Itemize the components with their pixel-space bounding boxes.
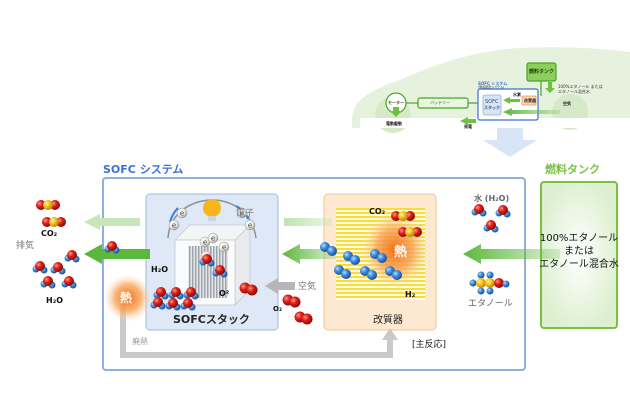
ethanol-molecule xyxy=(469,271,510,295)
h2o-molecule xyxy=(40,276,56,289)
h2o-molecule xyxy=(168,287,184,300)
svg-text:e: e xyxy=(211,235,215,243)
overview-fuel-note-1: 100%エタノール または xyxy=(558,84,603,89)
electron: e xyxy=(168,219,180,231)
o2-molecule xyxy=(294,311,313,325)
h2o-molecule xyxy=(199,254,215,267)
co2-molecule xyxy=(42,217,66,227)
h2o-molecule xyxy=(180,298,196,311)
h2o-molecule xyxy=(153,287,169,300)
overview-motor-label: モーター xyxy=(388,100,404,105)
h2-label: H₂ xyxy=(405,290,416,299)
h2o-molecule xyxy=(483,220,499,233)
h2-molecule xyxy=(334,265,351,279)
water-label: 水 (H₂O) xyxy=(474,194,510,203)
o2-ion-label: O² xyxy=(219,289,230,298)
fuel-tank-title: 燃料タンク xyxy=(545,163,600,176)
overview-stack-label-1: SOFC xyxy=(485,99,499,105)
h2o-molecule xyxy=(495,205,511,218)
overview-sofc-system-sub: (発電装置システム) xyxy=(478,85,505,89)
electron: e xyxy=(244,219,256,231)
h2o-stack-label: H₂O xyxy=(151,265,168,274)
main-reaction-label: [主反応] xyxy=(412,340,447,350)
h2o-molecule xyxy=(183,287,199,300)
waste-heat-arrow xyxy=(120,300,398,358)
molecules xyxy=(32,200,511,325)
reformer-heat-label: 熱 xyxy=(394,245,408,260)
overview-exhaust-heat-label: 発電 xyxy=(464,124,472,129)
co2-exhaust-arrow xyxy=(84,214,140,230)
h2o-molecule xyxy=(150,297,166,310)
co2-molecule xyxy=(36,200,60,210)
fuel-tank-line-3: エタノール混合水 xyxy=(539,259,619,270)
electron: e xyxy=(236,207,248,219)
overview-reformer-label: 改質器 xyxy=(524,98,536,103)
fuel-tank-line-1: 100%エタノール xyxy=(539,233,619,244)
svg-text:e: e xyxy=(222,244,226,252)
svg-text:e: e xyxy=(240,210,244,218)
overview-fuel-tank-label: 燃料タンク xyxy=(529,69,555,75)
reformer-to-stack-pale-bar xyxy=(284,218,332,226)
light-bulb-icon xyxy=(203,199,221,221)
o2-molecule xyxy=(239,282,258,296)
h2o-molecule xyxy=(50,262,66,275)
electron: e xyxy=(207,232,219,244)
svg-text:e: e xyxy=(172,222,176,230)
electron-arrow-left xyxy=(169,207,179,223)
overview-hydrogen-label: 水素 xyxy=(513,92,521,97)
air-arrow xyxy=(265,278,295,294)
co2-reformer-label: CO₂ xyxy=(369,207,386,216)
svg-text:e: e xyxy=(203,239,207,247)
stack-heat-label: 熱 xyxy=(120,291,133,305)
overview-fuel-arrow xyxy=(545,82,555,93)
overview-to-detail-arrow xyxy=(483,128,537,157)
h2-molecule xyxy=(320,242,337,256)
electrons-label: 電子 xyxy=(236,209,255,219)
h2o-molecule xyxy=(104,241,120,254)
h2o-left-label: H₂O xyxy=(46,296,63,305)
stack-label: SOFCスタック xyxy=(173,313,250,326)
reformer-label: 改質器 xyxy=(373,315,403,326)
overview-drive-label: 電動駆動 xyxy=(386,121,402,126)
co2-molecule xyxy=(391,211,415,221)
ethanol-label: エタノール xyxy=(468,299,513,309)
h2o-molecule xyxy=(471,204,487,217)
overview-battery-label: バッテリー xyxy=(430,100,450,105)
svg-text:e: e xyxy=(248,222,252,230)
electron: e xyxy=(176,207,188,219)
overview-air-label: 空気 xyxy=(563,101,571,106)
waste-heat-label: 廃熱 xyxy=(132,337,148,346)
h2o-molecule xyxy=(61,276,77,289)
o2-molecule xyxy=(282,294,301,308)
stack-heat-glow xyxy=(104,274,152,322)
h2-molecule xyxy=(370,249,387,263)
fuel-tank-line-2: または xyxy=(564,246,594,257)
overview-stack-label-2: スタック xyxy=(484,105,500,110)
overview-reformer-box xyxy=(521,95,537,106)
electron: e xyxy=(218,241,230,253)
overview-sofc-system-label: SOFC システム xyxy=(478,81,508,86)
overview-stack-box xyxy=(482,94,502,116)
o2-label: O₂ xyxy=(273,305,283,313)
co2-molecule xyxy=(398,227,422,237)
fuel-tank-contents: 100%エタノール または エタノール混合水 xyxy=(528,232,630,271)
h2o-molecule xyxy=(32,261,48,274)
fuel-to-reformer-arrow xyxy=(463,244,560,264)
h2o-molecule xyxy=(212,265,228,278)
overview-fuel-note-2: エタノール混合水 xyxy=(558,89,590,94)
h2o-exhaust-arrow xyxy=(84,244,150,264)
h2-molecule xyxy=(360,266,377,280)
h2-molecule xyxy=(343,251,360,265)
air-label: 空気 xyxy=(298,282,317,292)
sofc-system-title: SOFC システム xyxy=(103,163,184,176)
svg-text:e: e xyxy=(180,210,184,218)
h2o-molecule xyxy=(165,298,181,311)
exhaust-label: 排気 xyxy=(16,241,35,251)
h2-molecule xyxy=(385,266,402,280)
h2o-molecule xyxy=(64,250,80,263)
co2-left-label: CO₂ xyxy=(41,229,58,238)
